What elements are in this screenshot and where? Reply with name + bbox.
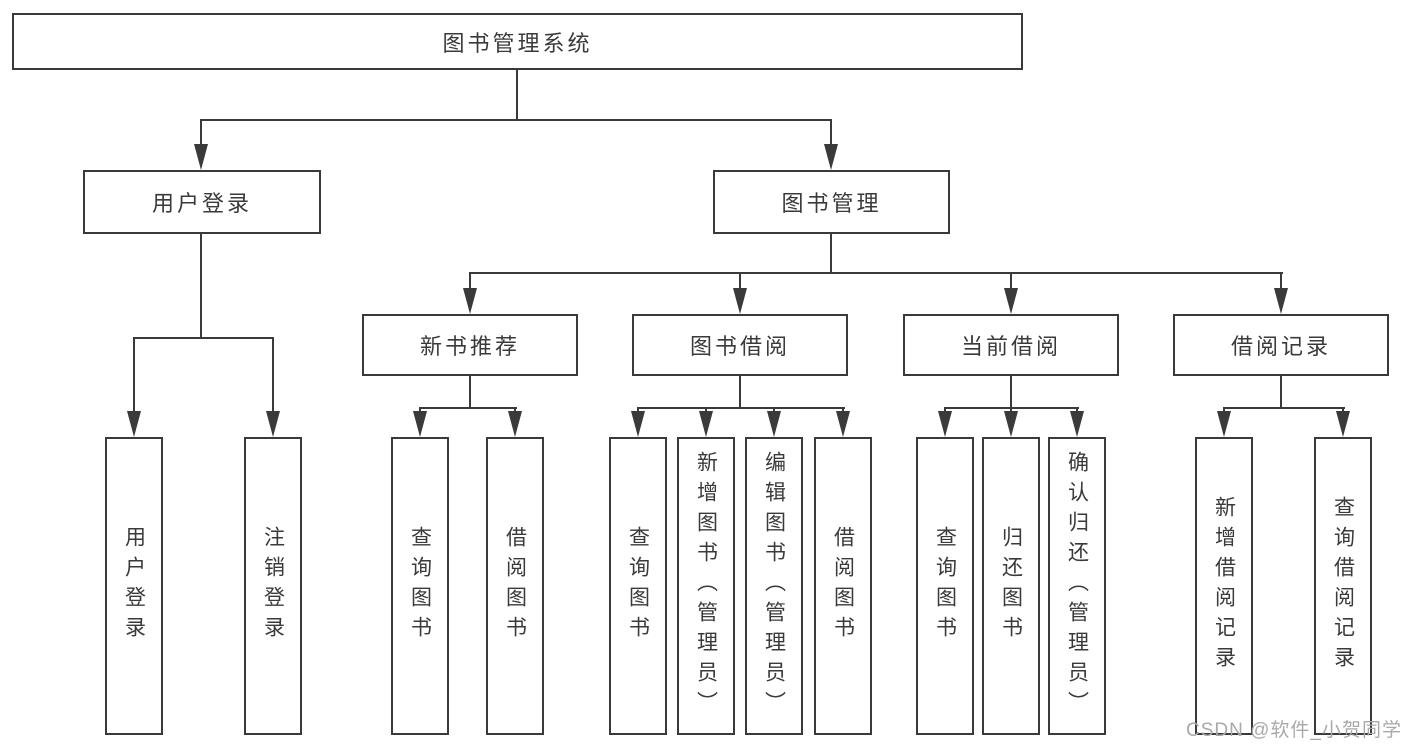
leaf-query-borrow-record: 查询借阅记录: [1314, 437, 1372, 735]
vertical-line: [1010, 376, 1012, 409]
horizontal-line: [133, 337, 274, 339]
vertical-line: [830, 234, 832, 274]
leaf-query-books-borrowing: 查询图书: [609, 437, 667, 735]
vertical-line: [133, 337, 135, 415]
vertical-line: [739, 376, 741, 409]
arrow-down-icon: [631, 411, 645, 437]
leaf-borrow-books-recommend: 借阅图书: [486, 437, 544, 735]
node-book-management: 图书管理: [713, 170, 950, 234]
leaf-logout: 注销登录: [244, 437, 302, 735]
vertical-line: [516, 69, 518, 121]
horizontal-line: [469, 272, 1283, 274]
leaf-query-books-current: 查询图书: [916, 437, 974, 735]
vertical-line: [272, 337, 274, 415]
leaf-borrow-books: 借阅图书: [814, 437, 872, 735]
arrow-down-icon: [1217, 411, 1231, 437]
horizontal-line: [637, 407, 845, 409]
arrow-down-icon: [1004, 288, 1018, 314]
arrow-down-icon: [836, 411, 850, 437]
arrow-down-icon: [824, 144, 838, 170]
horizontal-line: [1223, 407, 1345, 409]
vertical-line: [1280, 376, 1282, 409]
vertical-line: [1010, 272, 1012, 292]
arrow-down-icon: [463, 288, 477, 314]
arrow-down-icon: [508, 411, 522, 437]
vertical-line: [739, 272, 741, 292]
node-borrowing-records: 借阅记录: [1173, 314, 1389, 376]
arrow-down-icon: [1274, 288, 1288, 314]
arrow-down-icon: [413, 411, 427, 437]
arrow-down-icon: [938, 411, 952, 437]
vertical-line: [1280, 272, 1282, 292]
arrow-down-icon: [127, 411, 141, 437]
leaf-user-login: 用户登录: [105, 437, 163, 735]
node-new-book-recommendation: 新书推荐: [362, 314, 578, 376]
node-user-login: 用户登录: [83, 170, 321, 234]
leaf-add-borrow-record: 新增借阅记录: [1195, 437, 1253, 735]
arrow-down-icon: [1070, 411, 1084, 437]
arrow-down-icon: [733, 288, 747, 314]
vertical-line: [469, 272, 471, 292]
node-library-management-system: 图书管理系统: [12, 13, 1023, 70]
leaf-return-books: 归还图书: [982, 437, 1040, 735]
arrow-down-icon: [1004, 411, 1018, 437]
horizontal-line: [200, 119, 832, 121]
leaf-add-book-admin: 新增图书（管理员）: [677, 437, 735, 735]
vertical-line: [830, 119, 832, 148]
vertical-line: [200, 234, 202, 339]
node-book-borrowing: 图书借阅: [632, 314, 848, 376]
arrow-down-icon: [767, 411, 781, 437]
node-current-borrowing: 当前借阅: [903, 314, 1119, 376]
vertical-line: [200, 119, 202, 148]
leaf-query-books-recommend: 查询图书: [391, 437, 449, 735]
csdn-watermark: CSDN @软件_小贺同学: [1186, 720, 1402, 741]
vertical-line: [469, 376, 471, 409]
arrow-down-icon: [266, 411, 280, 437]
leaf-edit-book-admin: 编辑图书（管理员）: [745, 437, 803, 735]
arrow-down-icon: [194, 144, 208, 170]
arrow-down-icon: [1336, 411, 1350, 437]
horizontal-line: [419, 407, 517, 409]
leaf-confirm-return-admin: 确认归还（管理员）: [1048, 437, 1106, 735]
arrow-down-icon: [699, 411, 713, 437]
